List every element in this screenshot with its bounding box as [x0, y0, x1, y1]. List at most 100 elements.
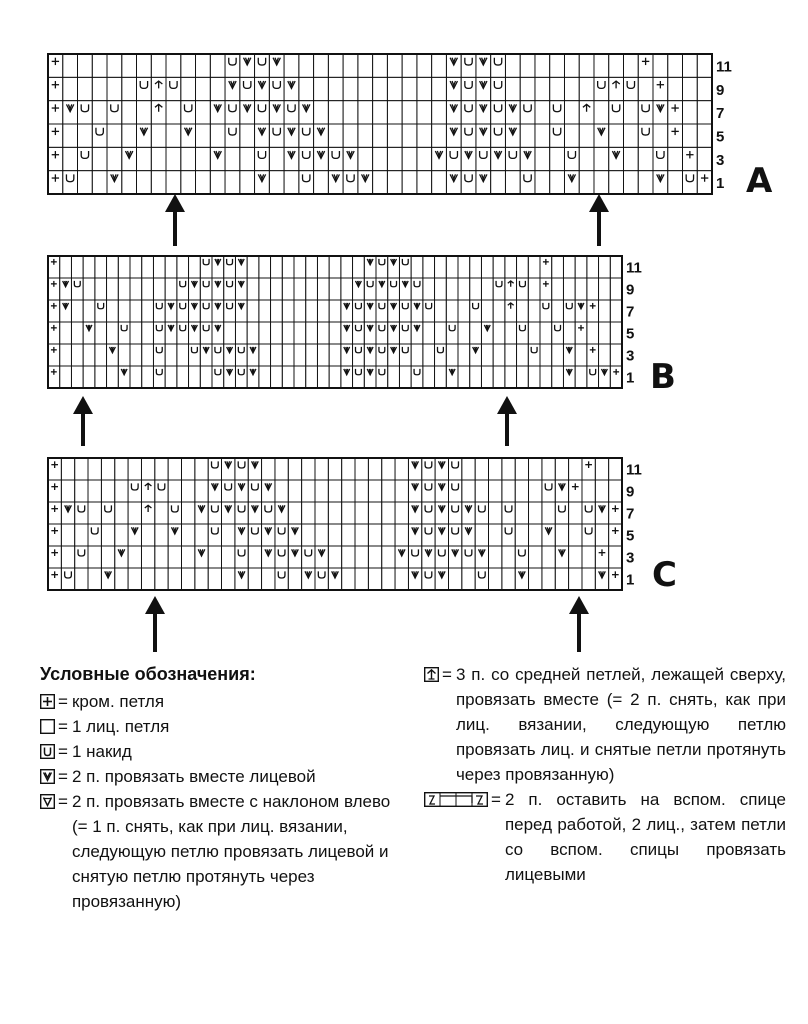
yarn-over-icon — [565, 302, 573, 310]
chart-cell — [270, 343, 283, 367]
yarn-over-icon — [97, 302, 105, 310]
chart-cell — [568, 523, 583, 547]
chart-cell — [258, 343, 272, 367]
yarn-over-icon — [287, 104, 296, 113]
chart-cell — [270, 365, 283, 389]
chart-cell — [74, 545, 89, 569]
chart-cell — [180, 76, 197, 102]
chart-cell — [223, 343, 236, 367]
ssk-icon — [40, 794, 55, 809]
chart-cell — [258, 321, 272, 345]
chart-cell — [62, 53, 78, 78]
k2tog-icon — [228, 80, 237, 90]
chart-cell — [87, 567, 102, 591]
chart-cell — [421, 457, 436, 481]
chart-cell — [47, 123, 64, 148]
chart-cell — [637, 76, 654, 102]
chart-cell — [549, 76, 565, 102]
chart-cell — [562, 255, 576, 279]
yarn-over-icon — [518, 324, 527, 332]
chart-cell — [313, 170, 329, 195]
yarn-over-icon — [301, 151, 311, 160]
chart-cell — [60, 523, 76, 547]
chart-cell — [519, 53, 536, 78]
yarn-over-icon — [155, 324, 163, 332]
chart-cell — [407, 545, 423, 569]
yarn-over-icon — [464, 549, 473, 557]
chart-cell — [60, 479, 76, 503]
chart-cell — [106, 299, 119, 323]
chart-cell — [305, 299, 318, 323]
chart-cell — [314, 479, 329, 503]
chart-cell — [474, 479, 489, 503]
chart-cell — [398, 299, 412, 323]
chart-cell — [581, 567, 596, 591]
chart-cell — [581, 501, 596, 525]
chart-cell — [480, 299, 494, 323]
chart-cell — [152, 321, 166, 345]
yarn-over-icon — [237, 461, 246, 469]
chart-cell — [223, 255, 236, 279]
s2kp-icon — [144, 504, 152, 513]
k2tog-icon — [264, 549, 273, 558]
chart-cell — [608, 479, 623, 503]
yarn-over-icon — [257, 57, 267, 66]
chart-cell — [422, 321, 436, 345]
arrow-up-icon — [589, 194, 609, 246]
chart-cell — [270, 255, 283, 279]
legend-item-yarn-over: = 1 накид — [40, 739, 402, 764]
chart-cell — [91, 170, 108, 195]
k2tog-icon — [272, 104, 281, 114]
chart-cell — [652, 123, 669, 148]
arrow-up-icon — [497, 396, 517, 446]
k2tog-icon — [104, 571, 112, 580]
chart-cell — [696, 53, 713, 78]
chart-cell — [516, 255, 529, 279]
chart-cell — [549, 170, 565, 195]
chart-cell — [568, 501, 583, 525]
row-number-label: 9 — [626, 282, 634, 299]
yarn-over-icon — [542, 302, 550, 310]
row-number-label: 7 — [716, 105, 724, 122]
chart-cell — [195, 100, 211, 125]
k2tog-icon — [343, 324, 351, 333]
yarn-over-icon — [346, 174, 355, 183]
k2tog-icon — [366, 302, 374, 311]
yarn-over-icon — [155, 302, 163, 310]
chart-cell — [165, 100, 182, 125]
yarn-over-icon — [464, 104, 473, 113]
chart-cell — [100, 545, 116, 569]
chart-cell — [554, 523, 570, 547]
yarn-over-icon — [354, 324, 363, 332]
k2tog-icon — [390, 324, 398, 333]
yarn-over-icon — [464, 174, 473, 183]
row-number-label: 5 — [626, 326, 634, 343]
yarn-over-icon — [611, 104, 621, 113]
chart-cell — [91, 76, 108, 102]
yarn-over-icon — [170, 505, 179, 513]
chart-cell — [234, 343, 248, 367]
chart-cell — [474, 457, 489, 481]
chart-cell — [234, 501, 249, 525]
s2kp-icon — [582, 103, 591, 112]
yarn-over-icon — [584, 527, 593, 535]
row-number-label: 1 — [716, 175, 724, 192]
chart-cell — [581, 545, 596, 569]
chart-cell — [539, 343, 553, 367]
yarn-over-icon — [272, 127, 282, 136]
chart-cell — [594, 479, 610, 503]
chart-cell — [372, 76, 388, 102]
chart-cell — [301, 545, 316, 569]
chart-cell — [541, 545, 556, 569]
chart-cell — [609, 299, 623, 323]
chart-cell — [152, 299, 166, 323]
yarn-over-icon — [169, 81, 178, 90]
k2tog-icon — [202, 346, 210, 355]
chart-cell — [357, 146, 374, 172]
k2tog-icon — [437, 571, 446, 580]
chart-cell — [140, 567, 156, 591]
chart-cell — [519, 123, 536, 148]
chart-cell — [401, 123, 418, 148]
chart-cell — [195, 53, 211, 78]
chart-cell — [287, 457, 303, 481]
